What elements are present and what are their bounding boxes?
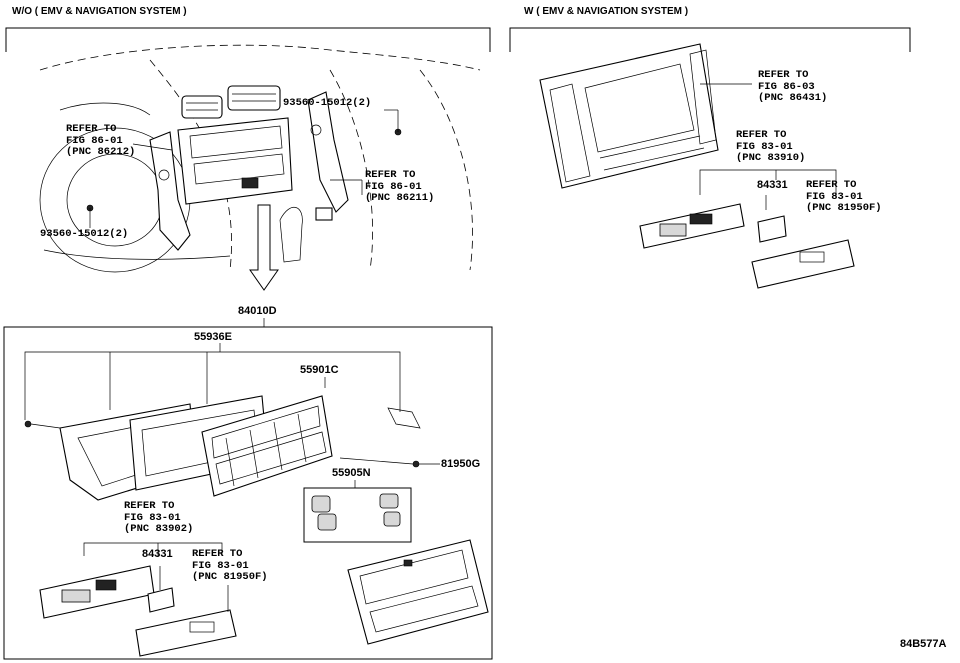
navigation-unit bbox=[539, 43, 752, 189]
part-55936e: 55936E bbox=[194, 331, 232, 343]
part-81950g: 81950G bbox=[441, 458, 481, 470]
part-84331-left: 84331 bbox=[142, 548, 173, 560]
bolt-callout-bottom: 93560-15012(2) bbox=[40, 228, 129, 240]
part-84010d: 84010D bbox=[238, 305, 277, 317]
right-section-title: W ( EMV & NAVIGATION SYSTEM ) bbox=[524, 6, 689, 17]
part-84331-right: 84331 bbox=[757, 179, 788, 191]
left-section-frame bbox=[5, 27, 491, 52]
leader-55936e bbox=[24, 343, 401, 420]
left-section-title: W/O ( EMV & NAVIGATION SYSTEM ) bbox=[12, 6, 187, 17]
right-section-frame bbox=[509, 27, 911, 52]
switch-group-left bbox=[39, 542, 237, 657]
figure-code: 84B577A bbox=[900, 638, 947, 650]
control-panel-55901c bbox=[201, 377, 440, 497]
knobs-55905n bbox=[303, 480, 412, 543]
part-55905n: 55905N bbox=[332, 467, 371, 479]
switch-group-right bbox=[639, 169, 855, 289]
assembly-arrow bbox=[249, 204, 279, 291]
part-55901c: 55901C bbox=[300, 364, 339, 376]
bezel-trim bbox=[347, 539, 489, 645]
dashboard-illustration bbox=[39, 44, 481, 273]
bolt-callout-top: 93560-15012(2) bbox=[283, 97, 372, 109]
assembly-box bbox=[3, 318, 493, 660]
